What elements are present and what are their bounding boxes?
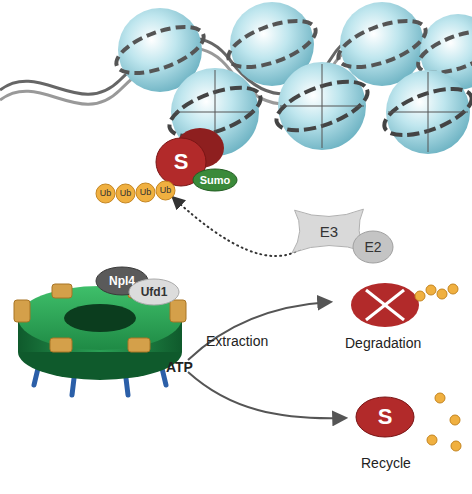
outcome-label: Recycle: [361, 456, 411, 470]
node-text: Ufd1: [141, 286, 168, 298]
transfer-arrow: [173, 198, 300, 256]
recycled-substrate: S: [355, 396, 415, 438]
node-text: Ub: [120, 189, 132, 198]
node-text: S: [378, 406, 393, 428]
ufd1-cofactor: Ufd1: [128, 278, 180, 306]
node-text: Npl4: [109, 275, 135, 287]
node-text: E2: [364, 240, 381, 254]
ubiquitin: Ub: [115, 183, 136, 204]
degraded-substrate: [351, 283, 458, 327]
outcome-label: Degradation: [345, 336, 421, 350]
ubiquitin: Ub: [95, 183, 116, 204]
node-text: E3: [320, 224, 338, 239]
node-text: Ub: [160, 186, 172, 195]
extraction-arrow: [188, 302, 345, 418]
process-label: Extraction: [206, 334, 268, 348]
node-text: S: [174, 151, 189, 173]
node-text: Ub: [100, 189, 112, 198]
ubiquitin: Ub: [155, 180, 176, 201]
sumo-modifier: Sumo: [192, 168, 238, 192]
free-ubiquitin: [427, 393, 461, 451]
node-text: Sumo: [200, 175, 231, 186]
node-text: Ub: [140, 188, 152, 197]
ubiquitin: Ub: [135, 182, 156, 203]
e2-enzyme: E2: [352, 230, 394, 264]
energy-label: ATP: [166, 360, 193, 374]
